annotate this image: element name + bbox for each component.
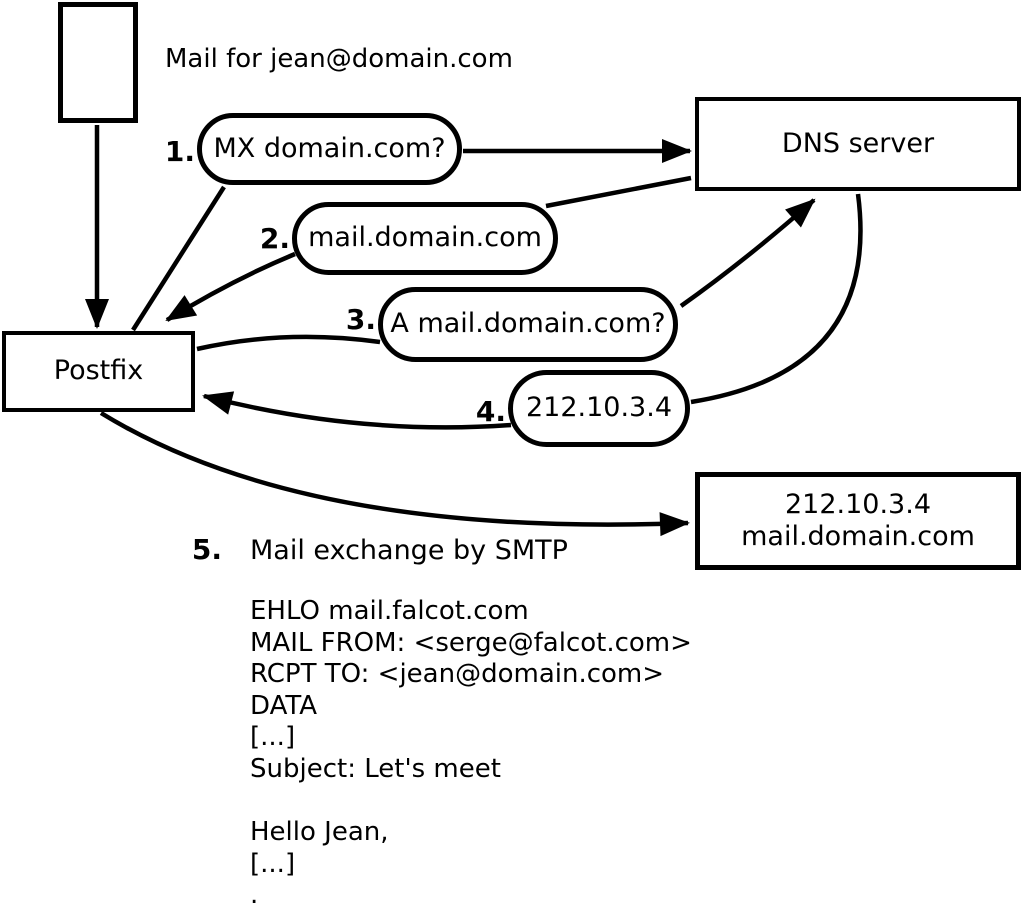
- mail-source-box: [58, 2, 138, 123]
- arrow-answer4-to-postfix: [202, 391, 512, 430]
- step-2-number: 2.: [259, 222, 290, 255]
- dns-server-box: DNS server: [695, 97, 1021, 191]
- line-dns-to-answer2: [545, 175, 692, 209]
- answer-mx-label: mail.domain.com: [308, 222, 542, 254]
- smtp-session-transcript: EHLO mail.falcot.com MAIL FROM: <serge@f…: [250, 596, 692, 911]
- answer-a-label: 212.10.3.4: [526, 392, 672, 424]
- step-5-label: Mail exchange by SMTP: [250, 535, 568, 566]
- arrow-answer2-to-postfix: [165, 251, 296, 322]
- postfix-box: Postfix: [2, 331, 195, 412]
- line-dns-to-answer4: [690, 193, 863, 405]
- arrow-query3-to-dns: [679, 198, 816, 308]
- query-mx-pill: MX domain.com?: [197, 113, 462, 185]
- answer-mx-pill: mail.domain.com: [292, 202, 558, 275]
- step-5-number: 5.: [191, 533, 222, 566]
- mail-source-label: Mail for jean@domain.com: [165, 44, 513, 74]
- step-4-number: 4.: [475, 395, 506, 428]
- answer-a-pill: 212.10.3.4: [508, 370, 690, 447]
- destination-box: 212.10.3.4 mail.domain.com: [695, 472, 1021, 570]
- dns-server-label: DNS server: [781, 127, 935, 159]
- query-a-label: A mail.domain.com?: [390, 308, 666, 340]
- query-mx-label: MX domain.com?: [213, 132, 446, 164]
- destination-ip: 212.10.3.4: [785, 488, 931, 520]
- line-postfix-to-query3: [196, 334, 381, 352]
- postfix-label: Postfix: [53, 355, 144, 387]
- query-a-pill: A mail.domain.com?: [378, 287, 678, 362]
- step-1-number: 1.: [164, 135, 195, 168]
- line-postfix-to-query1: [131, 185, 226, 332]
- step-3-number: 3.: [345, 303, 376, 336]
- destination-label: 212.10.3.4 mail.domain.com: [741, 489, 975, 554]
- arrow-postfix-to-destination: [99, 411, 690, 537]
- destination-hostname: mail.domain.com: [741, 521, 975, 552]
